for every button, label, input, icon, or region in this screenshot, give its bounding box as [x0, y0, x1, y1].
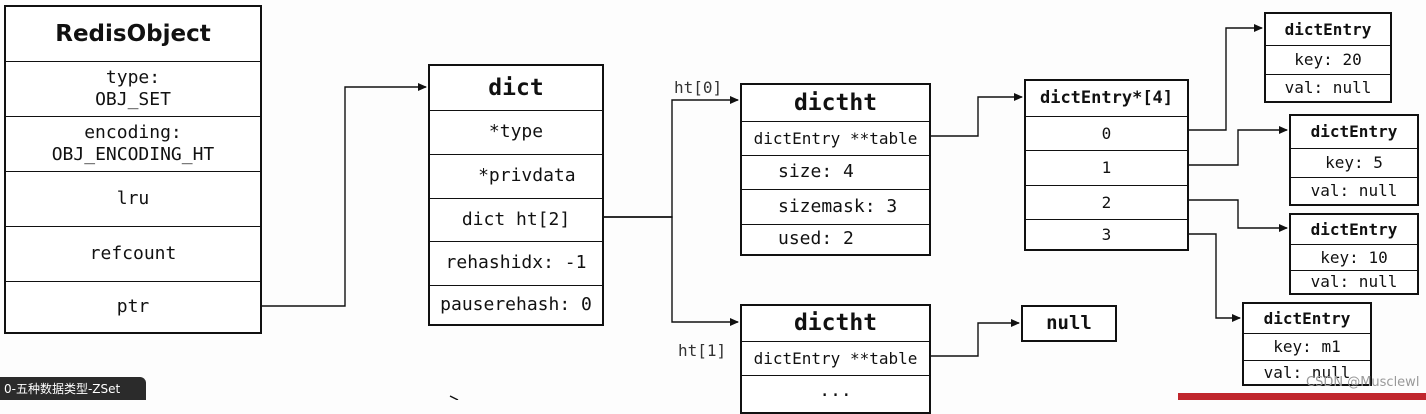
ht0-sizemask: sizemask: 3: [742, 189, 929, 224]
ht1-label: ht[1]: [678, 341, 727, 360]
partial-arrow: [449, 395, 459, 400]
dict-entry-3-title: dictEntry: [1310, 219, 1398, 239]
dict-entry-2-val: val: null: [1291, 177, 1417, 204]
ht0-table: dictEntry **table: [742, 121, 929, 155]
dict-rehashidx: rehashidx: -1: [430, 241, 602, 285]
dict-entry-1: dictEntry key: 20 val: null: [1264, 12, 1392, 103]
ht1-table: dictEntry **table: [742, 341, 929, 375]
connector-lines: [262, 24, 1288, 400]
redis-object-title: RedisObject: [55, 20, 211, 47]
dict-entry-3-key: key: 10: [1291, 244, 1417, 270]
ht0-box: dictht dictEntry **table size: 4 sizemas…: [740, 83, 931, 256]
dict-entry-1-title: dictEntry: [1284, 19, 1372, 39]
redis-object-lru: lru: [6, 171, 260, 226]
dict-entry-4-title: dictEntry: [1263, 308, 1351, 328]
dict-entry-1-val: val: null: [1266, 74, 1390, 101]
slot2-to-entry-arrow: [1188, 199, 1288, 232]
dict-entry-4: dictEntry key: m1 val: null: [1242, 302, 1372, 386]
ht-to-ht1-arrow: [604, 216, 739, 326]
video-chapter-tag[interactable]: 0-五种数据类型-ZSet: [0, 377, 146, 400]
table-slot-3: 3: [1026, 219, 1187, 249]
redis-object-refcount: refcount: [6, 226, 260, 281]
dict-entry-2-title: dictEntry: [1310, 122, 1398, 141]
dict-entry-4-val: val: null: [1244, 360, 1370, 384]
table0-to-array-arrow: [930, 93, 1023, 137]
dict-type: *type: [430, 110, 602, 154]
ht-to-ht0-arrow: [604, 96, 739, 218]
redis-object-box: RedisObject type: OBJ_SET encoding: OBJ_…: [4, 5, 262, 334]
ht0-used: used: 2: [742, 224, 929, 254]
ht0-size: size: 4: [742, 155, 929, 189]
dict-box: dict *type *privdata dict ht[2] rehashid…: [428, 64, 604, 326]
redis-object-ptr: ptr: [6, 281, 260, 332]
watermark: CSDN @Musclewl: [1306, 375, 1420, 390]
table-slot-1: 1: [1026, 150, 1187, 185]
table-slot-0: 0: [1026, 116, 1187, 150]
null-label: null: [1046, 311, 1092, 334]
slot0-to-entry-arrow: [1188, 24, 1263, 131]
accent-bar: [1178, 393, 1426, 400]
dict-entry-2-key: key: 5: [1291, 148, 1417, 177]
dict-entry-4-key: key: m1: [1244, 333, 1370, 360]
dict-ht: dict ht[2]: [430, 198, 602, 241]
table-array-title: dictEntry*[4]: [1039, 87, 1174, 108]
dict-entry-2: dictEntry key: 5 val: null: [1289, 114, 1419, 206]
table-slot-2: 2: [1026, 185, 1187, 219]
dict-privdata: *privdata: [430, 154, 602, 198]
redis-object-type: type: OBJ_SET: [6, 61, 260, 116]
dict-entry-3-val: val: null: [1291, 270, 1417, 293]
ht1-box: dictht dictEntry **table ...: [740, 304, 931, 414]
table-array-box: dictEntry*[4] 0 1 2 3: [1024, 79, 1189, 251]
ht1-ellipsis: ...: [742, 375, 929, 412]
dict-pauserehash: pauserehash: 0: [430, 285, 602, 324]
slot3-to-entry-arrow: [1188, 233, 1241, 322]
slot1-to-entry-arrow: [1188, 126, 1288, 166]
redis-object-encoding: encoding: OBJ_ENCODING_HT: [6, 116, 260, 171]
table1-to-null-arrow: [930, 319, 1020, 357]
ht0-title: dictht: [793, 89, 878, 116]
null-box: null: [1021, 305, 1117, 342]
dict-entry-1-key: key: 20: [1266, 45, 1390, 74]
dict-entry-3: dictEntry key: 10 val: null: [1289, 213, 1419, 295]
ht0-label: ht[0]: [674, 78, 723, 97]
ht1-title: dictht: [793, 310, 878, 337]
dict-title: dict: [488, 74, 544, 101]
ptr-to-dict-arrow: [262, 83, 427, 307]
